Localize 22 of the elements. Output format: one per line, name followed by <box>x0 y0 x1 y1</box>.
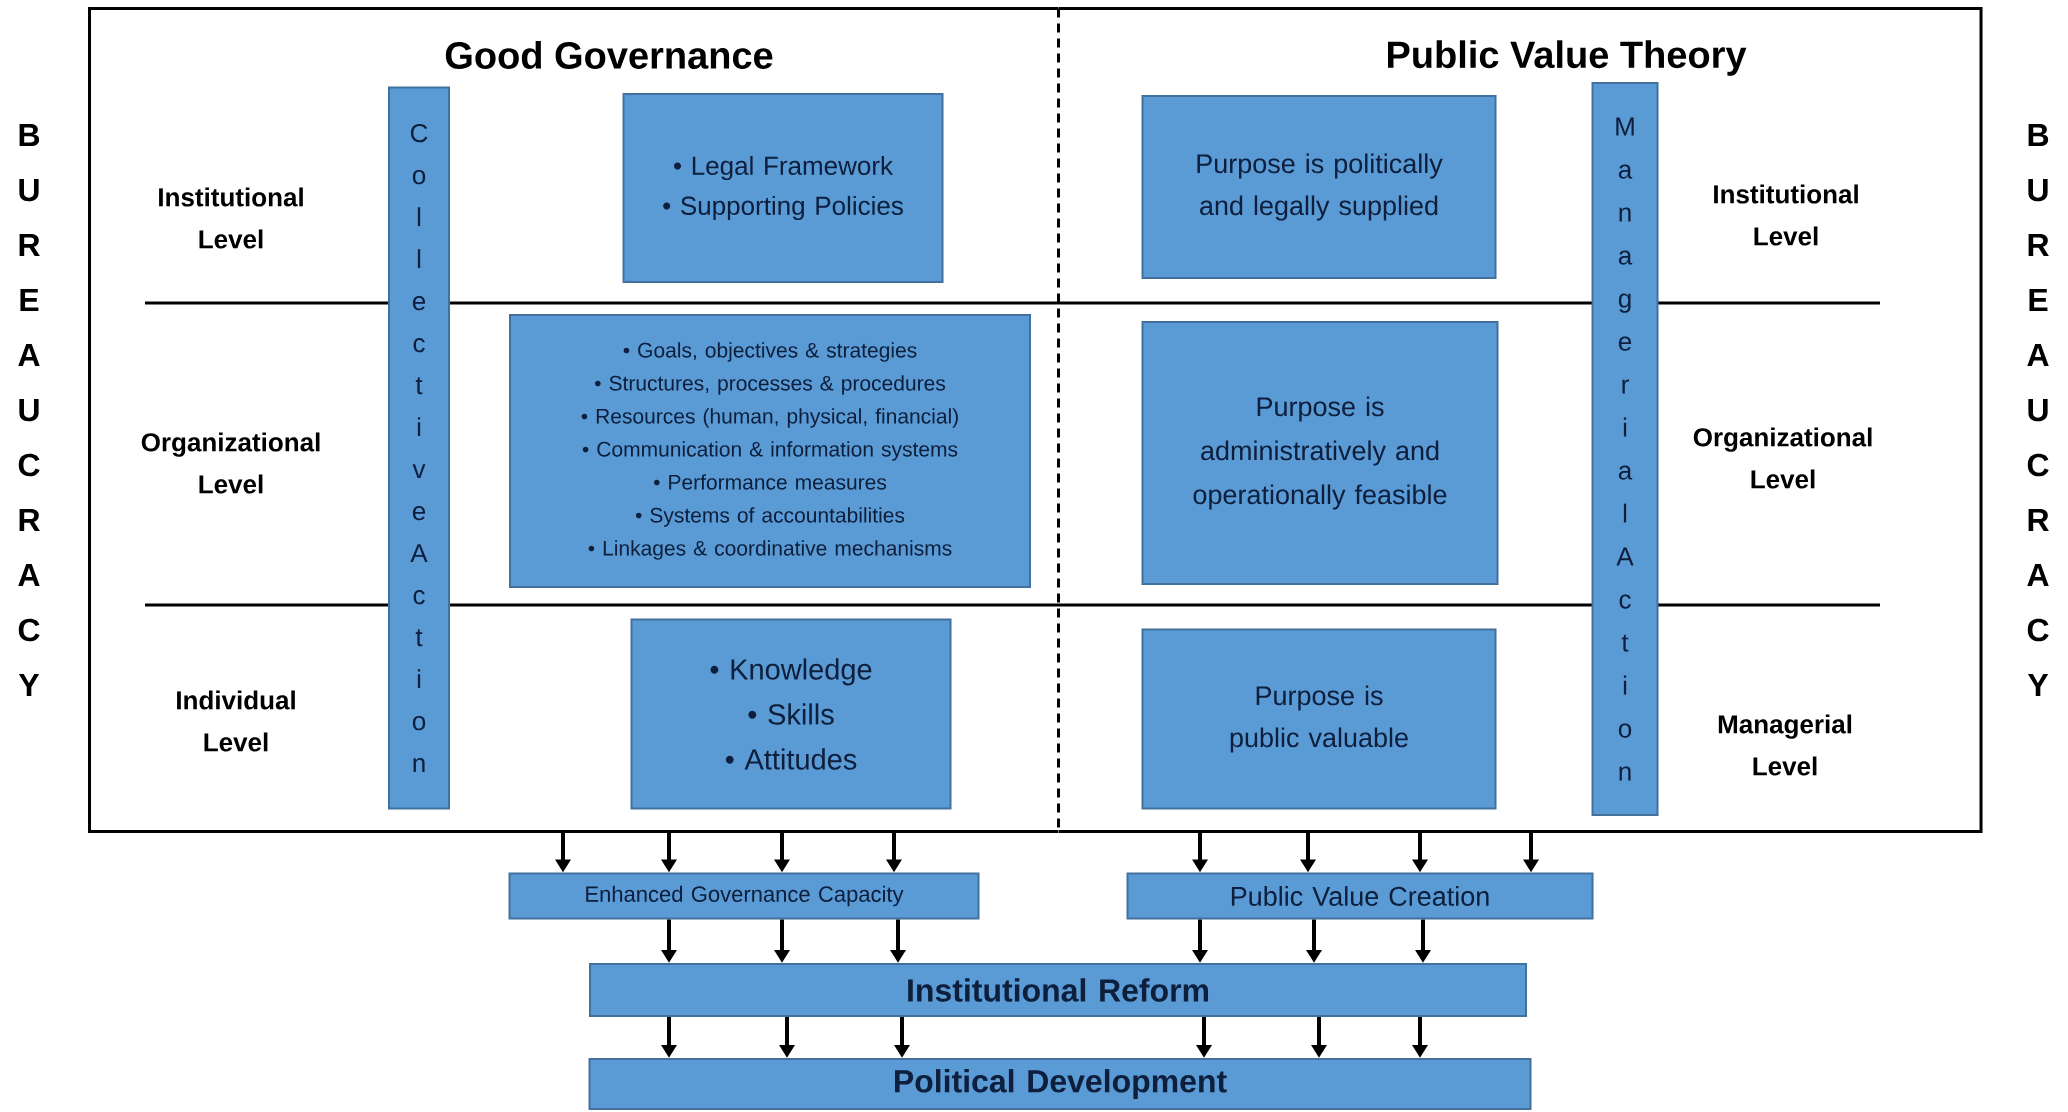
level-label: Institutional Level <box>159 187 303 249</box>
panel-title: Public Value Theory <box>1388 40 1747 76</box>
process-box: Institutional Reform <box>589 963 1527 1017</box>
level-label: Institutional Level <box>1714 184 1858 246</box>
vertical-bar: Managerial Action <box>1591 82 1659 816</box>
process-box: • Legal Framework • Supporting Policies <box>622 93 944 283</box>
process-box: Purpose is public valuable <box>1141 628 1497 810</box>
process-box: Political Development <box>588 1058 1532 1110</box>
vertical-bar: Collective Action <box>388 86 450 810</box>
level-label: Managerial Level <box>1718 714 1852 776</box>
process-box: Purpose is administratively and operationally feasible <box>1141 321 1499 585</box>
process-box: Purpose is politically and legally supplied <box>1141 95 1497 279</box>
process-box: Public Value Creation <box>1126 872 1594 920</box>
process-box: • Knowledge • Skills • Attitudes <box>630 618 952 810</box>
panel-title: Good Governance <box>445 41 773 69</box>
level-label: Organizational Level <box>1693 427 1872 489</box>
vertical-label: BUREAUCRACY <box>18 124 40 696</box>
vertical-label: BUREAUCRACY <box>2027 124 2049 696</box>
level-label: Individual Level <box>177 690 295 752</box>
process-box: • Goals, objectives & strategies • Structures, processes & procedures • Resources (human, physical, financial) • Communication & information systems • Performance measures • Systems of accountabilities • Linkages & coordinative mechanisms <box>509 314 1031 588</box>
process-box: Enhanced Governance Capacity <box>508 872 980 920</box>
level-label: Organizational Level <box>141 432 320 494</box>
